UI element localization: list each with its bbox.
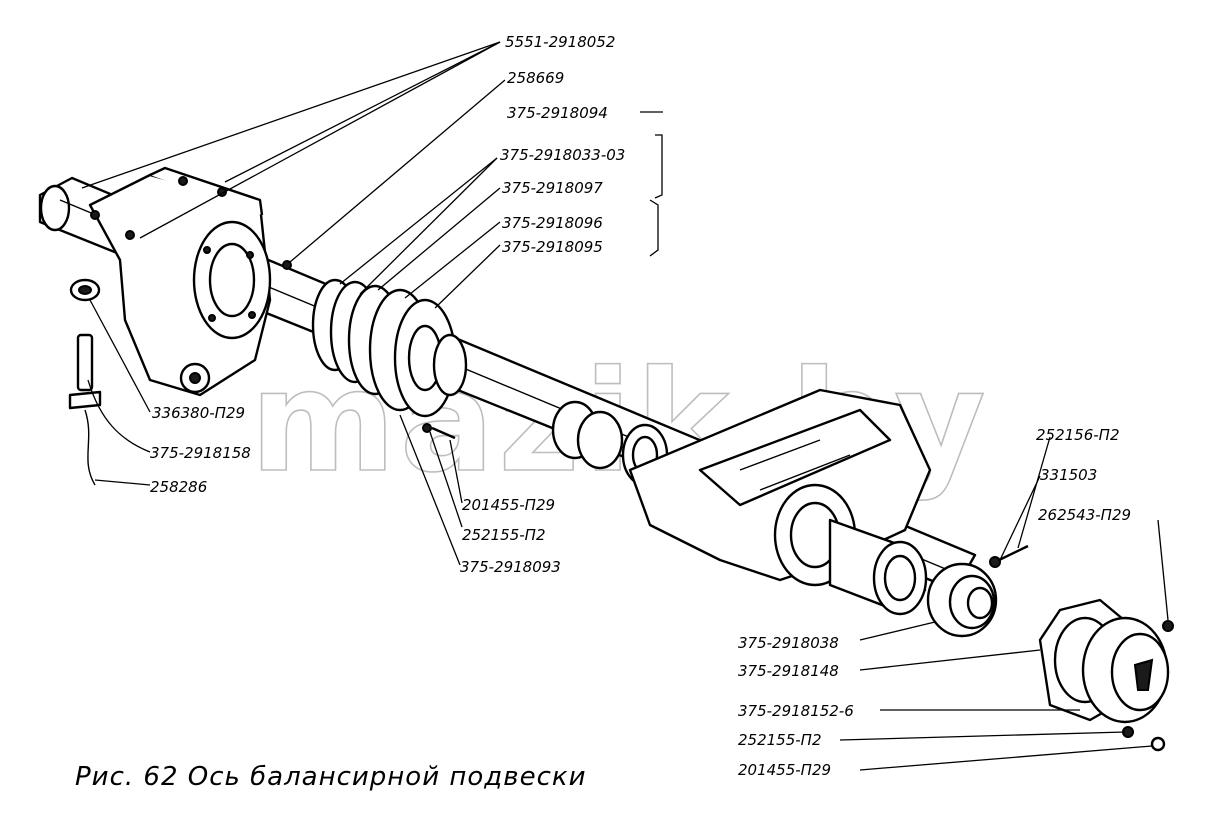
label-375-2918095: 375-2918095 bbox=[502, 238, 603, 256]
label-252155-p2-b: 252155-П2 bbox=[738, 731, 822, 749]
label-375-2918038: 375-2918038 bbox=[738, 634, 839, 652]
left-bracket bbox=[88, 166, 272, 397]
split-nut bbox=[926, 562, 998, 638]
label-331503: 331503 bbox=[1040, 466, 1097, 484]
label-375-2918093: 375-2918093 bbox=[460, 558, 561, 576]
callout-labels: 5551-2918052 258669 375-2918094 375-2918… bbox=[150, 33, 1131, 779]
label-201455-p29-b: 201455-П29 bbox=[738, 761, 831, 779]
bolt-201455-b bbox=[1150, 736, 1166, 752]
plug-262543 bbox=[1162, 620, 1174, 632]
label-262543-p29: 262543-П29 bbox=[1038, 506, 1131, 524]
end-cap bbox=[1081, 616, 1170, 724]
leader-lines bbox=[81, 41, 1169, 771]
label-375-2918094: 375-2918094 bbox=[507, 104, 608, 122]
label-201455-p29: 201455-П29 bbox=[462, 496, 555, 514]
label-252156-p2: 252156-П2 bbox=[1036, 426, 1120, 444]
label-375-2918152-6: 375-2918152-6 bbox=[738, 702, 854, 720]
label-375-2918033-03: 375-2918033-03 bbox=[500, 146, 625, 164]
grease-fitting bbox=[68, 278, 102, 486]
label-375-2918148: 375-2918148 bbox=[738, 662, 839, 680]
label-5551-2918052: 5551-2918052 bbox=[505, 33, 615, 51]
seal-ring-stack bbox=[311, 278, 468, 418]
pin-258669 bbox=[282, 260, 292, 270]
label-375-2918158: 375-2918158 bbox=[150, 444, 251, 462]
label-258669: 258669 bbox=[507, 69, 564, 87]
label-258286: 258286 bbox=[150, 478, 207, 496]
label-375-2918097: 375-2918097 bbox=[502, 179, 603, 197]
label-375-2918096: 375-2918096 bbox=[502, 214, 603, 232]
nut-331503 bbox=[989, 556, 1001, 568]
label-336380-p29: 336380-П29 bbox=[152, 404, 245, 422]
washer-252155 bbox=[422, 423, 432, 433]
figure-caption: Рис. 62 Ось балансирной подвески bbox=[75, 762, 586, 792]
outer-sleeve bbox=[828, 518, 928, 616]
bolt-201455 bbox=[431, 426, 456, 440]
label-252155-p2: 252155-П2 bbox=[462, 526, 546, 544]
